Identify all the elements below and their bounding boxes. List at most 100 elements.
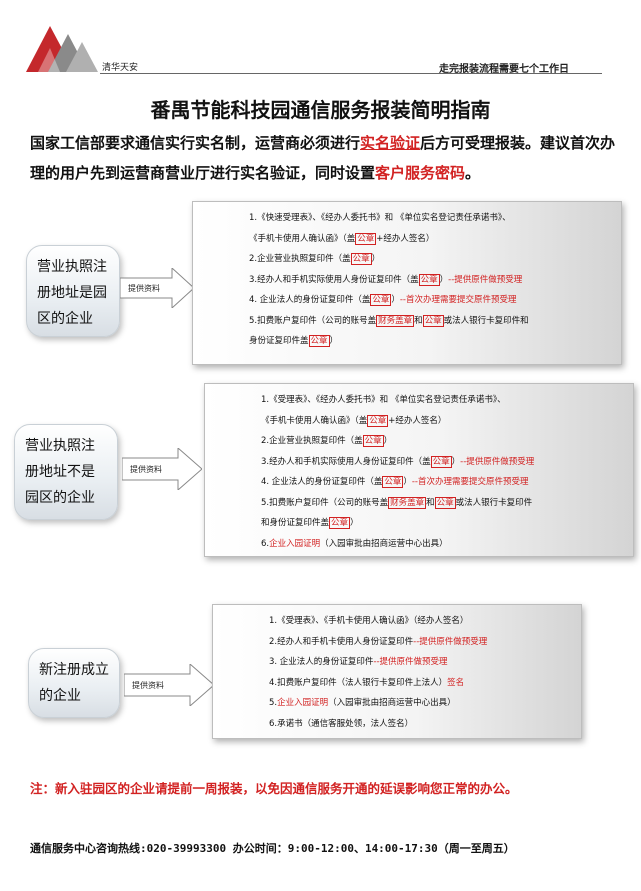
category-bubble: 营业执照注册地址是园区的企业: [26, 245, 120, 337]
intro-highlight-password: 客户服务密码: [375, 164, 466, 182]
footer-note: 注：新入驻园区的企业请提前一周报装，以免因通信服务开通的延误影响您正常的办公。: [30, 781, 518, 796]
item-text: 2.经办人和手机卡使用人身份证复印件: [269, 636, 414, 647]
page-header: 清华天安 走完报装流程需要七个工作日: [0, 0, 641, 80]
requirement-item: 3.经办人和手机实际使用人身份证复印件（盖公章）--提供原件做预受理: [261, 452, 633, 473]
item-text: 5.: [269, 698, 278, 708]
item-text: 《手机卡使用人确认函》（盖: [249, 233, 356, 244]
item-text: +经办人签名）: [388, 415, 447, 426]
requirement-note: --首次办理需要提交原件预受理: [399, 295, 517, 305]
brand-name: 清华天安: [102, 63, 139, 73]
page-title: 番禺节能科技园通信服务报装简明指南: [150, 98, 491, 122]
requirements-panel: 1.《快速受理表》、《经办人委托书》和 《单位实名登记责任承诺书》、《手机卡使用…: [192, 201, 622, 365]
category-bubble: 营业执照注册地址不是园区的企业: [14, 424, 118, 520]
requirement-note: 企业入园证明: [269, 538, 321, 549]
requirement-item: 1.《受理表》、《经办人委托书》和 《单位实名登记责任承诺书》、: [261, 390, 633, 411]
item-text: ）: [451, 456, 461, 467]
requirement-item: 身份证复印件盖公章）: [249, 331, 621, 352]
item-text: 4. 企业法人的身份证复印件（盖: [261, 477, 383, 487]
arrow-right-icon: [122, 448, 202, 490]
requirements-panel: 1.《受理表》、《手机卡使用人确认函》（经办人签名） 2.经办人和手机卡使用人身份…: [212, 604, 582, 739]
requirement-item: 6.承诺书（通信客服处领，法人签名）: [269, 714, 581, 735]
stamp-mark: 公章: [370, 294, 392, 306]
stamp-mark: 财务盖章: [388, 496, 427, 509]
requirement-item: 2.企业营业执照复印件（盖公章）: [261, 431, 633, 452]
item-text: ）: [329, 336, 339, 346]
item-text: ）: [439, 274, 449, 285]
contact-info: 通信服务中心咨询热线:020-39993300 办公时间：9:00-12:00、…: [30, 842, 515, 855]
header-divider: [100, 73, 602, 74]
item-text: 和: [426, 497, 435, 508]
item-text: 3.经办人和手机实际使用人身份证复印件（盖: [261, 456, 431, 467]
requirement-item: 2.企业营业执照复印件（盖公章）: [249, 249, 621, 270]
item-text: ）: [438, 677, 448, 688]
item-text: ）: [403, 477, 412, 487]
requirement-note: --提供原件做预受理: [460, 456, 535, 467]
item-text: 4. 企业法人的身份证复印件（盖: [249, 295, 371, 305]
item-text: ）: [391, 295, 400, 305]
item-text: 1.《快速受理表》、《经办人委托书》和 《单位实名登记责任承诺书》、: [249, 213, 511, 223]
item-text: +经办人签名）: [376, 233, 435, 244]
item-text: ）: [350, 518, 359, 528]
intro-text-2: 后方可受理报装。建议首次办理的用户先到运营商营业厅进行实名验证，同时设置: [30, 134, 616, 182]
stamp-mark: 公章: [350, 253, 372, 265]
item-text: 《手机卡使用人确认函》（盖: [261, 415, 368, 426]
requirement-note: --提供原件做预受理: [413, 636, 488, 647]
requirement-item: 3.经办人和手机实际使用人身份证复印件（盖公章）--提供原件做预受理: [249, 270, 621, 291]
item-text: 5.扣费账户复印件（公司的账号盖: [249, 315, 377, 326]
stamp-mark: 财务盖章: [376, 314, 415, 327]
stamp-mark: 公章: [308, 335, 330, 347]
stamp-mark: 公章: [422, 314, 444, 327]
requirement-item: 6.企业入园证明（入园审批由招商运营中心出具）: [261, 534, 633, 555]
item-text: 2.企业营业执照复印件（盖: [261, 436, 363, 446]
requirement-note: 签名: [447, 677, 465, 688]
arrow-label: 提供资料: [132, 681, 164, 690]
stamp-mark: 公章: [329, 517, 351, 529]
item-text: 或法人银行卡复印件: [455, 497, 533, 508]
requirement-note: --首次办理需要提交原件预受理: [411, 477, 529, 487]
requirement-item: 4. 企业法人的身份证复印件（盖公章）--首次办理需要提交原件预受理: [261, 472, 633, 493]
item-text: 5.扣费账户复印件（公司的账号盖: [261, 497, 389, 508]
stamp-mark: 公章: [418, 273, 440, 286]
arrow-right-icon: [120, 268, 194, 308]
requirement-note: --提供原件做预受理: [373, 657, 448, 667]
item-text: （入园审批由招商运营中心出具）: [320, 538, 448, 549]
arrow-right-icon: [124, 664, 214, 706]
item-text: ）: [383, 436, 393, 446]
item-text: 4.扣费账户复印件（法人银行卡复印件上法人: [269, 677, 439, 688]
intro-highlight-real-name: 实名验证: [360, 134, 421, 152]
requirement-item: 5.扣费账户复印件（公司的账号盖财务盖章和公章或法人银行卡复印件: [261, 493, 633, 514]
item-text: 1.《受理表》、《手机卡使用人确认函》（经办人签名）: [269, 616, 469, 626]
requirement-item: 和身份证复印件盖公章）: [261, 513, 633, 534]
intro-text-1: 国家工信部要求通信实行实名制，运营商必须进行: [30, 134, 361, 152]
item-text: （入园审批由招商运营中心出具）: [328, 698, 456, 708]
intro-text-3: 。: [465, 164, 481, 182]
item-text: 1.《受理表》、《经办人委托书》和 《单位实名登记责任承诺书》、: [261, 395, 506, 405]
requirement-item: 3. 企业法人的身份证复印件--提供原件做预受理: [269, 652, 581, 673]
item-text: 身份证复印件盖: [249, 336, 309, 346]
item-text: 2.企业营业执照复印件（盖: [249, 254, 351, 264]
item-text: 或法人银行卡复印件和: [443, 315, 529, 326]
arrow-label: 提供资料: [130, 465, 162, 474]
item-text: 6.承诺书（通信客服处领，法人签名）: [269, 718, 414, 729]
requirement-item: 2.经办人和手机卡使用人身份证复印件--提供原件做预受理: [269, 632, 581, 653]
stamp-mark: 公章: [434, 496, 456, 509]
requirement-item: 1.《快速受理表》、《经办人委托书》和 《单位实名登记责任承诺书》、: [249, 208, 621, 229]
requirement-item: 《手机卡使用人确认函》（盖公章+经办人签名）: [249, 229, 621, 250]
requirement-item: 《手机卡使用人确认函》（盖公章+经办人签名）: [261, 411, 633, 432]
stamp-mark: 公章: [382, 476, 404, 488]
item-text: ）: [371, 254, 381, 264]
arrow-label: 提供资料: [128, 284, 160, 293]
requirement-item: 5.扣费账户复印件（公司的账号盖财务盖章和公章或法人银行卡复印件和: [249, 311, 621, 332]
item-text: 和身份证复印件盖: [261, 518, 330, 528]
tsinghua-tianan-logo: [26, 26, 98, 72]
requirement-note: 企业入园证明: [277, 698, 329, 708]
stamp-mark: 公章: [355, 232, 377, 245]
item-text: 6.: [261, 538, 270, 549]
requirement-note: --提供原件做预受理: [448, 274, 523, 285]
requirement-item: 5.企业入园证明（入园审批由招商运营中心出具）: [269, 693, 581, 714]
requirements-panel: 1.《受理表》、《经办人委托书》和 《单位实名登记责任承诺书》、《手机卡使用人确…: [204, 383, 634, 557]
item-text: 3.经办人和手机实际使用人身份证复印件（盖: [249, 274, 419, 285]
item-text: 3. 企业法人的身份证复印件: [269, 657, 374, 667]
stamp-mark: 公章: [367, 414, 389, 427]
requirement-item: 1.《受理表》、《手机卡使用人确认函》（经办人签名）: [269, 611, 581, 632]
